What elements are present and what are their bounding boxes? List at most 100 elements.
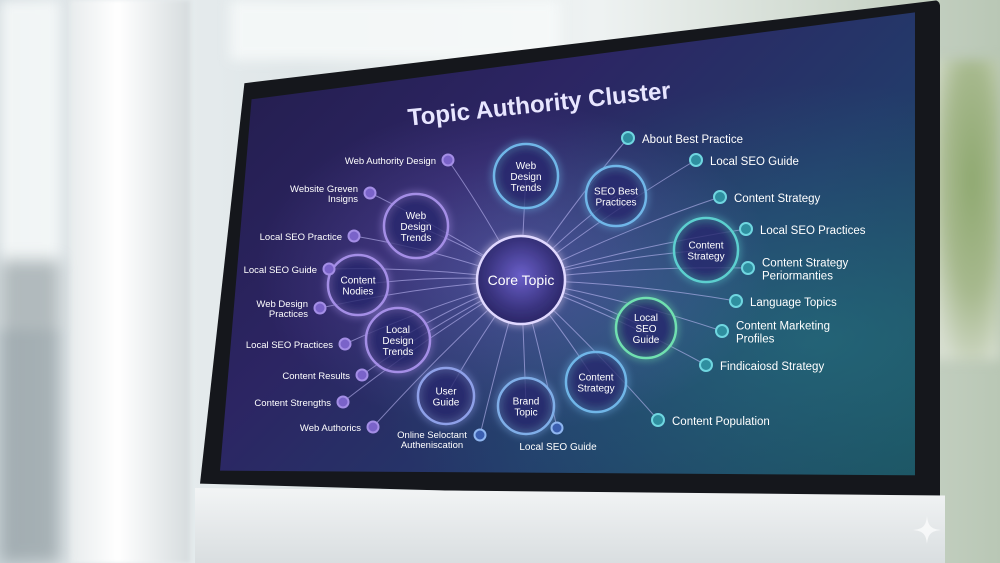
left-topic-label: Content Strengths [254,398,331,409]
left-topic-label-line: Local SEO Practice [260,232,342,243]
node-dot [741,261,755,275]
hub-label-line: Content [340,276,375,287]
right-topic-label-line: Content Population [672,416,770,428]
bottom-topic-label-line: Local SEO Guide [519,442,597,453]
hub-label-line: Design [510,172,541,183]
hub-label-line: Nodies [342,287,373,298]
left-topic-label: Content Results [282,371,350,382]
node-dot [336,395,350,409]
left-topic-label-line: Web Design [256,299,308,310]
node-dot [347,229,361,243]
diagram-title: Topic Authority Cluster [407,77,672,131]
node-dot [550,421,564,435]
right-topic-label-line: Profiles [736,333,775,345]
left-topic-label: Local SEO Guide [244,265,317,276]
node-dot [363,186,377,200]
hub-label-line: Web [406,211,427,222]
right-topic-label: Local SEO Guide [710,156,799,168]
node-dot [441,153,455,167]
hub-label-line: Strategy [687,252,724,263]
node-dot [366,420,380,434]
hub-label-line: Trends [401,233,432,244]
left-topic-label-line: Content Strengths [254,398,331,409]
hub-circle [326,253,390,317]
right-topic-label-line: Periormanties [762,270,833,282]
left-topic-label: Web Authorics [300,423,361,434]
right-topic-label-line: Language Topics [750,297,837,309]
hub-label-line: Design [400,222,431,233]
hub-label-line: Design [382,336,413,347]
right-topic-label-line: Local SEO Practices [760,225,866,237]
node-dot [651,413,665,427]
background-window [230,0,560,60]
hub-label-line: SEO Best [594,187,638,198]
node-dot [715,324,729,338]
hub-label-line: Trends [511,183,542,194]
right-topic-label: About Best Practice [642,134,743,146]
background-shadow [0,260,60,563]
bottom-topic-label: Local SEO Guide [519,442,597,453]
right-topic-label-line: Content Strategy [762,258,849,270]
monitor-stand-chin [195,488,945,563]
right-topic-label: Local SEO Practices [760,225,866,237]
left-topic-label-line: Web Authority Design [345,156,436,167]
left-topic-label: Local SEO Practices [246,340,333,351]
background-plant [930,60,1000,360]
right-topic-label-line: Local SEO Guide [710,156,799,168]
left-topic-label: Local SEO Practice [260,232,342,243]
node-dot [473,428,487,442]
right-topic-label-line: Content Strategy [734,193,821,205]
background-pillar [70,0,190,563]
core-topic-node: Core Topic [475,234,567,326]
left-topic-label-line: Web Authorics [300,423,361,434]
hub-circle [564,350,628,414]
right-topic-label-line: Content Marketing [736,321,830,333]
hub-label-line: Topic [514,408,537,419]
node-dot [621,131,635,145]
hub-label-line: Strategy [577,384,614,395]
right-topic-label: Findicaiosd Strategy [720,361,824,373]
hub-label-line: User [435,387,457,398]
right-topic-label-line: Findicaiosd Strategy [720,361,824,373]
node-dot [322,262,336,276]
right-topic-label: Content Population [672,416,770,428]
left-topic-label: Web Authority Design [345,156,436,167]
hub-label-line: Content [688,241,723,252]
hub-circle [492,142,560,210]
hub-label-line: Local [386,325,410,336]
left-topic-label-line: Insigns [328,194,358,205]
bottom-topic-label-line: Online Seloctant [397,430,467,441]
hub-label-line: Trends [383,347,414,358]
sparkle-icon [913,516,941,544]
hub-circle [672,216,740,284]
hub-circle [364,306,432,374]
hub-circle [382,192,450,260]
hub-label-line: Content [578,373,613,384]
hub-label-line: Practices [595,198,636,209]
left-topic-label-line: Local SEO Practices [246,340,333,351]
bottom-topic-label-line: Authenisсation [401,440,463,451]
node-dot [739,222,753,236]
